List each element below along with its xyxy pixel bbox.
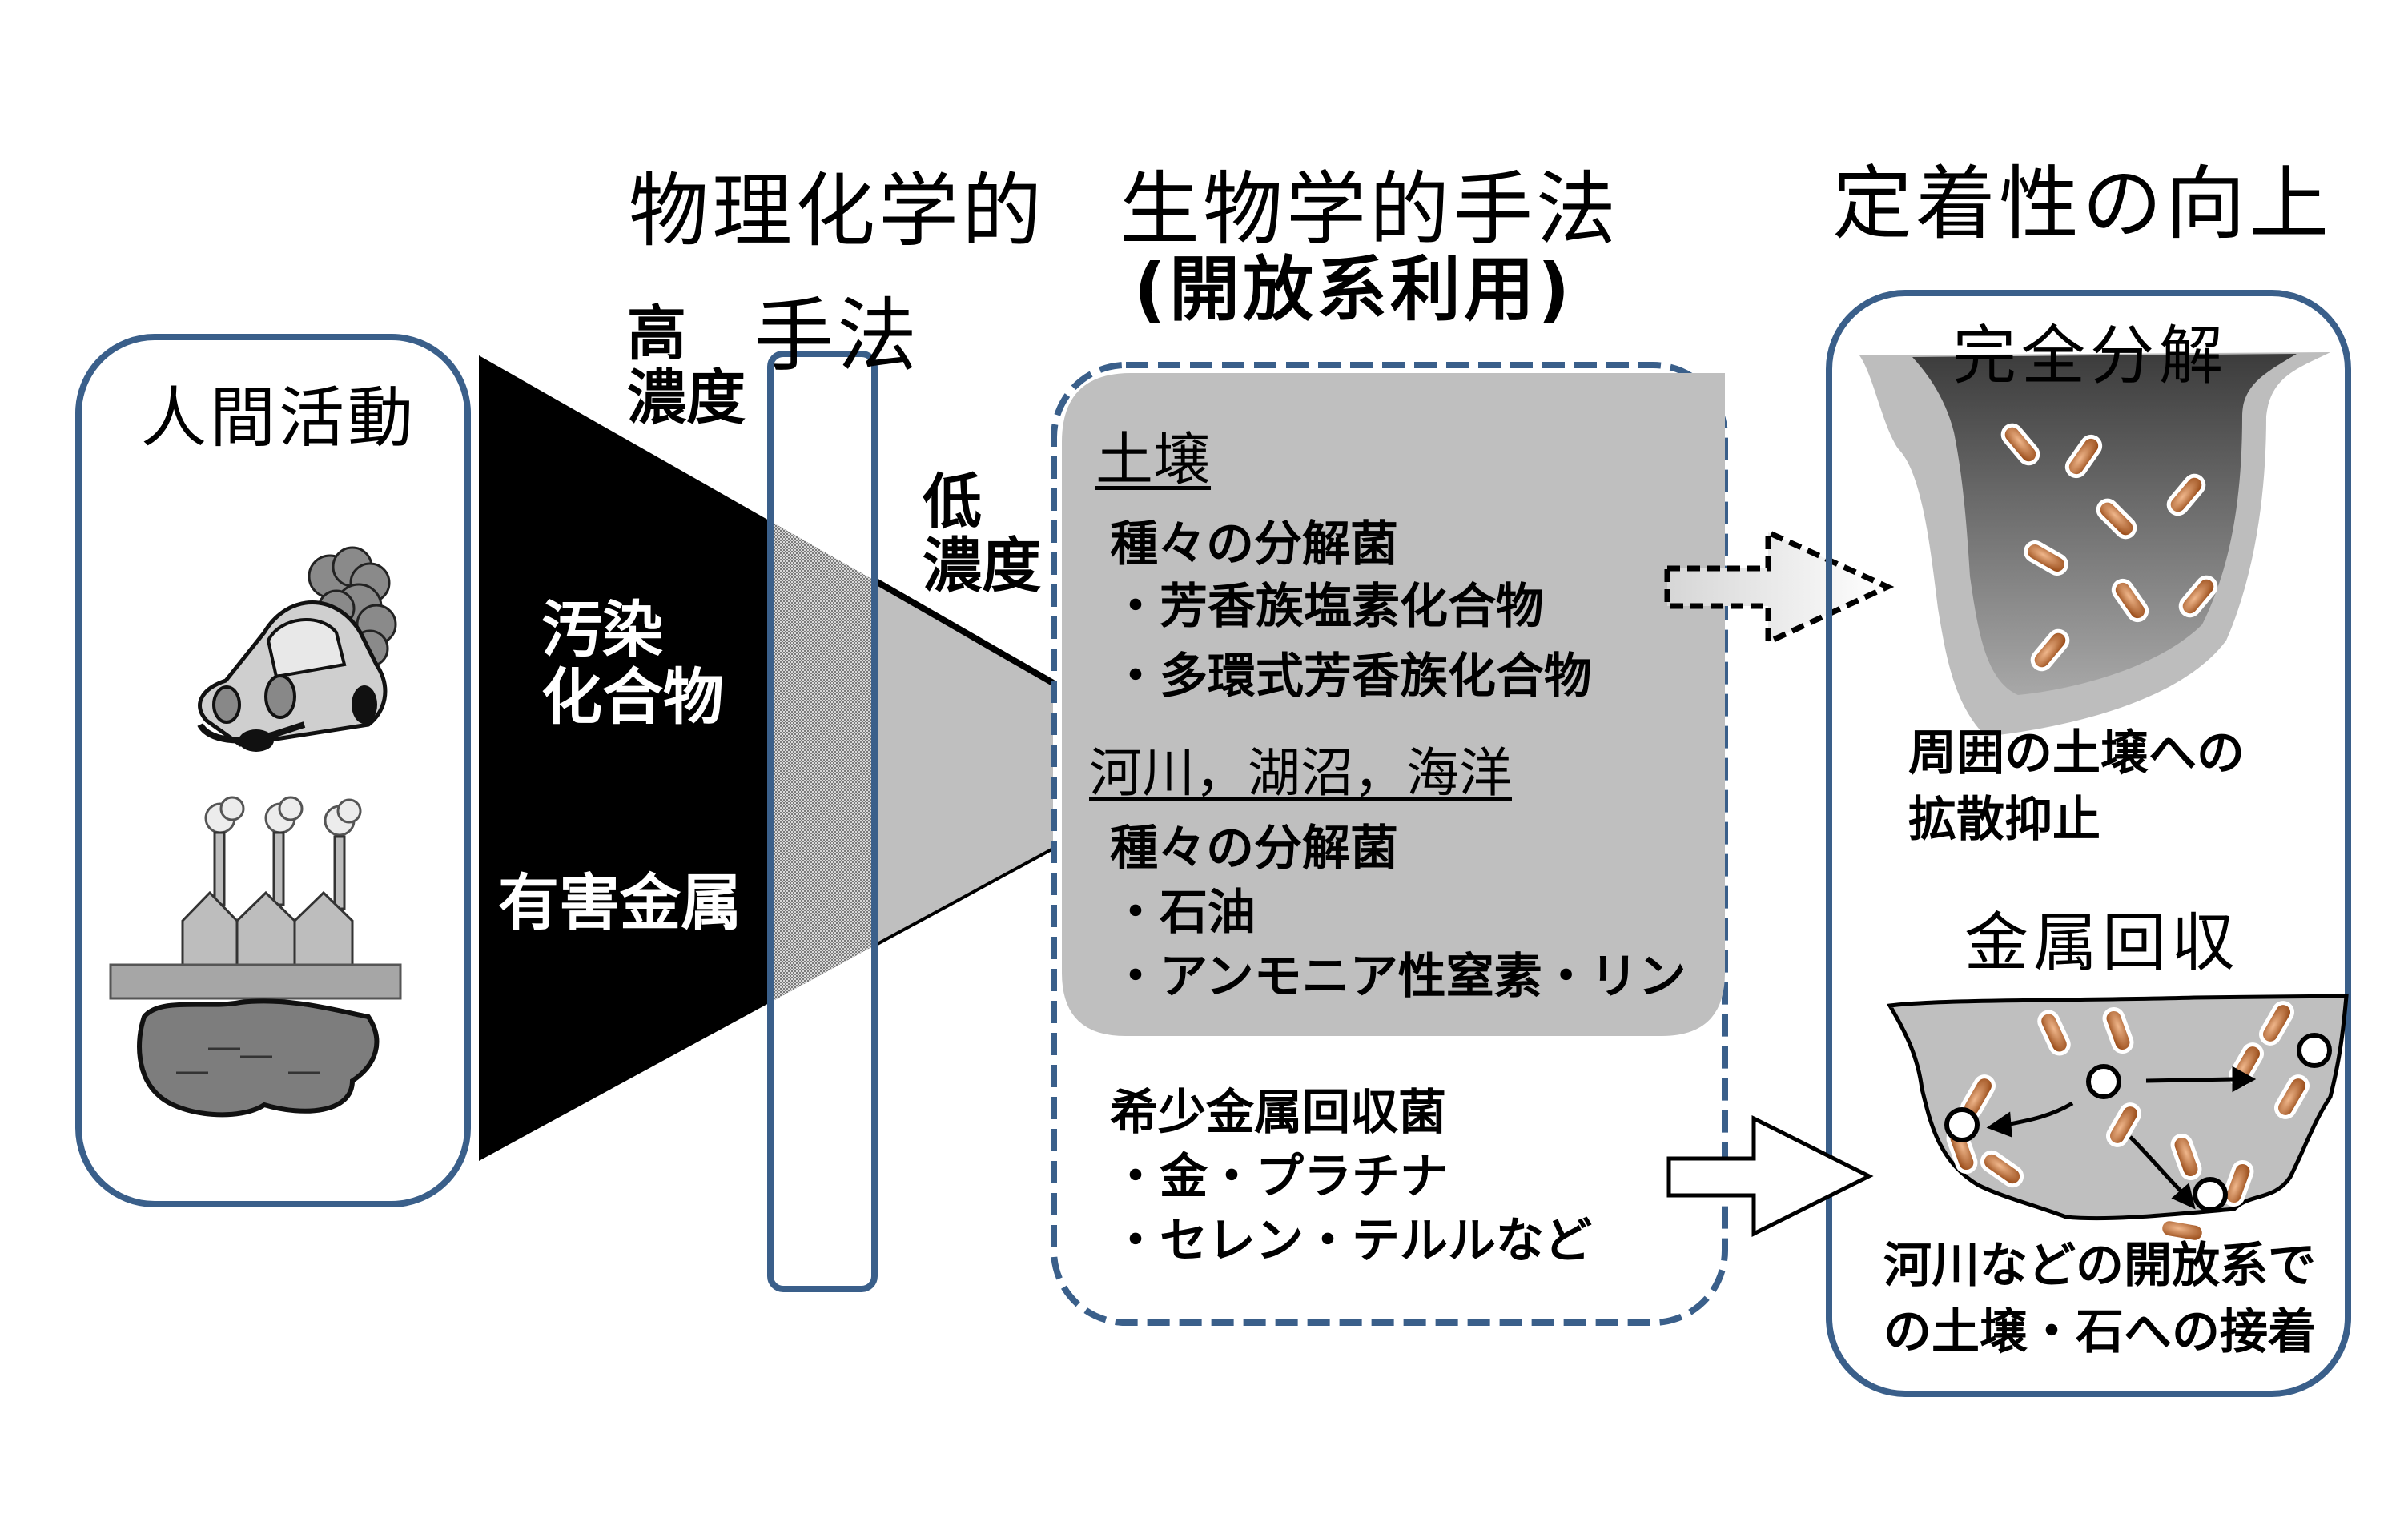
metal-particle [2297,1033,2332,1068]
physchem-title-line1: 物理化学的 [629,164,1045,258]
high-label-line2: 濃度 [627,363,746,432]
bacterium-icon [1960,1074,1996,1119]
soil-heading: 土壌 [1095,426,1212,493]
recovery-title: 金属回収 [1964,906,2240,980]
bacterium-icon [2222,1159,2254,1207]
metal-particles [1944,1033,2332,1212]
bacterium-icon [2106,1102,2141,1147]
degradation-caption-line1: 周囲の土壌への [1908,725,2245,781]
bio-title-line2: (開放系利用) [1133,248,1574,331]
bacterium-icon [2024,540,2068,576]
low-label-line2: 濃度 [923,531,1041,600]
degradation-caption-line2: 拡散抑止 [1908,791,2100,848]
bacterium-icon [2178,575,2218,618]
water-subheading: 種々の分解菌 [1110,821,1398,877]
bacterium-icon [2030,628,2070,672]
bacterium-icon [2111,578,2149,623]
dashed-arrow-degradation [1664,528,1895,647]
wedge-bottom-edge [874,847,1054,947]
pollutant-wedge-low [874,580,1053,946]
filter-stipple [770,521,874,1002]
metal-item-1: ・金・プラチナ [1112,1149,1448,1205]
bacterium-icon [2096,498,2137,540]
degradation-caption: 周囲の土壌への 拡散抑止 [1908,721,2245,853]
bacterium-icon [2259,1001,2294,1046]
pollutant-wedge-high [479,355,770,1161]
metal-particle [2086,1064,2121,1099]
bacterium-icon [2158,1217,2206,1244]
bio-gray-box [1062,373,1725,1036]
soil-item-2: ・多環式芳香族化合物 [1112,649,1592,705]
soil-item-1: ・芳香族塩素化合物 [1112,579,1544,635]
fixation-title: 定着性の向上 [1832,157,2332,251]
metal-heading: 希少金属回収菌 [1110,1085,1446,1141]
bacterium-icon [1980,1150,2024,1188]
metal-particle [2193,1177,2228,1212]
metal-item-2: ・セレン・テルルなど [1112,1213,1592,1269]
recovery-caption-line1: 河川などの開放系で [1883,1238,2316,1294]
soil-pocket-illustration [1859,352,2330,737]
water-item-2: ・アンモニア性窒素・リン [1112,949,1686,1005]
low-label-line1: 低 [923,468,982,536]
fixation-panel [1826,290,2351,1397]
physchem-title-line2: 手法 [754,289,920,383]
toxic-metals-label: 有害金属 [498,867,742,938]
soil-subheading: 種々の分解菌 [1110,516,1398,572]
degradation-title: 完全分解 [1952,319,2228,393]
pollutant-line2: 化合物 [541,661,724,733]
human-activity-title: 人間活動 [140,380,417,456]
car-icon [197,546,397,752]
bacterium-icon [2102,1006,2134,1054]
bio-title-line1: 生物学的手法 [1120,163,1619,256]
recovery-caption: 河川などの開放系で の土壌・石への接着 [1883,1233,2316,1366]
physchem-filter-bar [767,351,878,1292]
bacterium-icon [2064,434,2103,479]
bacterium-icon [2000,423,2040,466]
bacteria-cluster-degradation [2000,423,2218,672]
metal-transfer-arrows [1986,1066,2257,1210]
bacterium-icon [2274,1074,2310,1119]
water-item-1: ・石油 [1112,885,1256,941]
high-concentration-label: 高 濃度 [627,299,746,432]
wedge-top-edge [873,577,1055,686]
bacterium-icon [2037,1010,2071,1056]
bacterium-icon [2170,1133,2202,1181]
bacterium-icon [2166,473,2206,516]
high-label-line1: 高 [627,299,686,368]
factory-icon [109,796,402,1118]
low-concentration-label: 低 濃度 [923,468,1041,600]
pollutant-compounds-label: 汚染 化合物 [541,596,724,730]
solid-arrow-recovery [1666,1114,1874,1238]
water-heading: 河川，湖沼，海洋 [1089,742,1512,804]
metal-particle [1944,1107,1980,1142]
recovery-caption-line2: の土壌・石への接着 [1883,1303,2316,1360]
pollutant-line1: 汚染 [541,594,663,665]
bacteria-cluster-recovery [1946,1001,2310,1244]
